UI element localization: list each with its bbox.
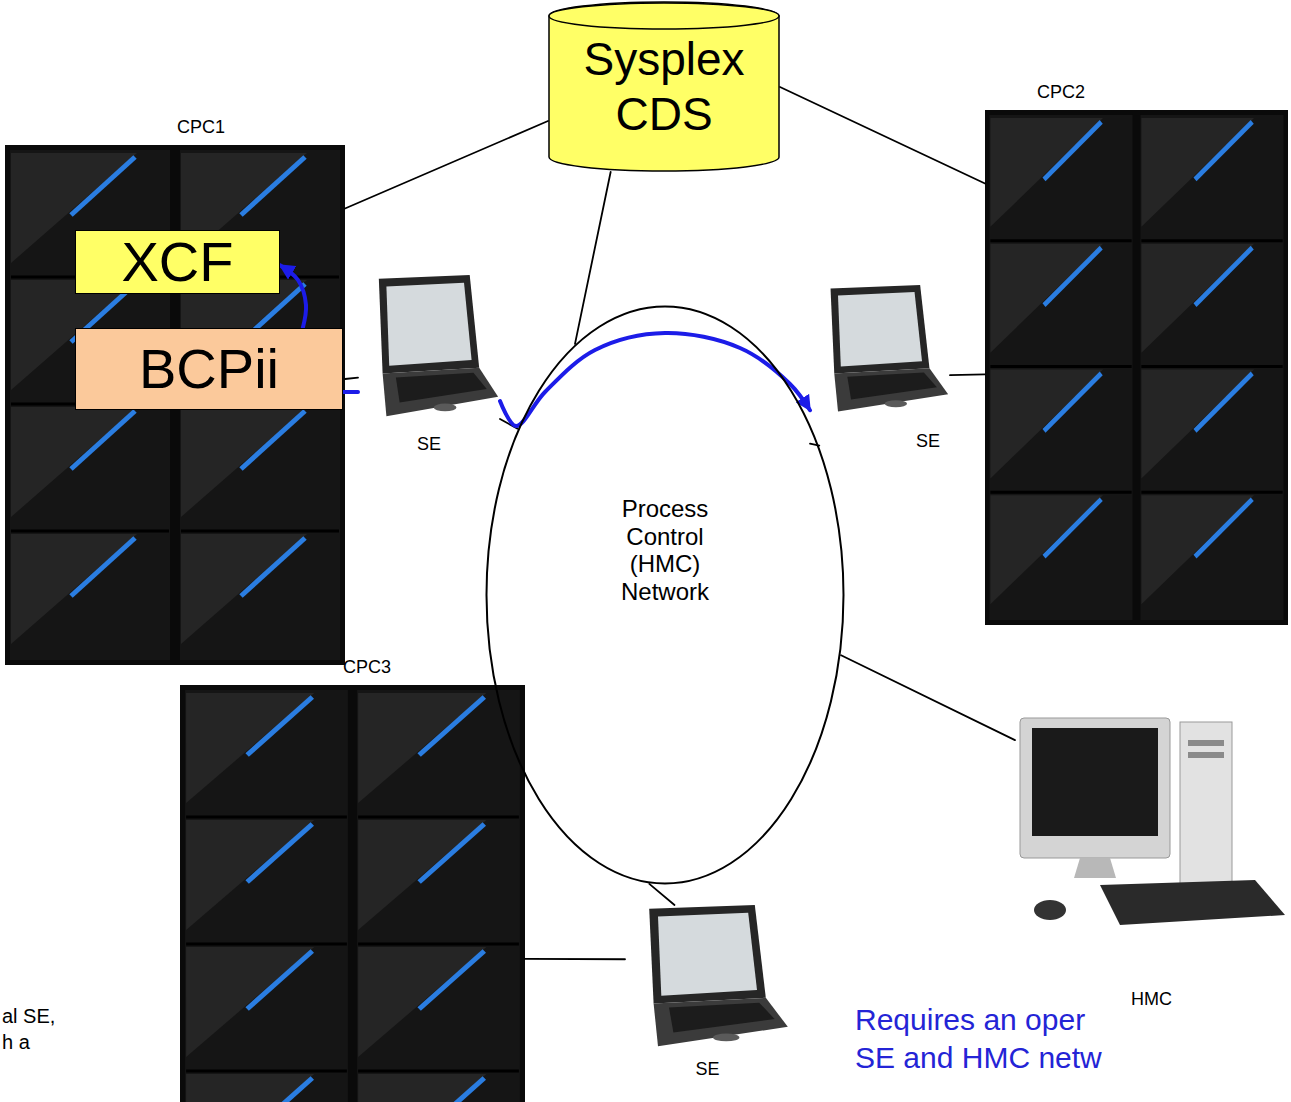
laptop-icon (649, 905, 788, 1046)
node-label: XCF (122, 234, 234, 290)
component-box: XCF (75, 230, 280, 294)
hmc-console: HMC (1015, 715, 1288, 1010)
network-outline (487, 307, 844, 884)
laptop-icon (831, 285, 949, 412)
connector-line (575, 172, 611, 344)
mainframe-cpc1 (5, 145, 345, 665)
connector-line (345, 121, 548, 209)
connector-line (780, 87, 985, 184)
node-label: CPC2 (1037, 82, 1085, 103)
network-ellipse: Process Control (HMC) Network (485, 305, 845, 885)
node-label: SE (417, 434, 441, 455)
note-text: Requires an oper (855, 1003, 1085, 1038)
cpc-frame: CPC2 (985, 80, 1288, 625)
bcpii-path (343, 390, 358, 394)
dataset-cylinder: Sysplex CDS (548, 2, 780, 172)
cylinder-outline (548, 2, 780, 172)
connector-line (649, 884, 674, 905)
mainframe-cpc2 (985, 110, 1288, 625)
support-element: SE (625, 905, 790, 1080)
node-label: CPC1 (177, 117, 225, 138)
connector-line (525, 958, 625, 960)
node-label: HMC (1131, 989, 1172, 1010)
node-label: CPC3 (343, 657, 391, 678)
node-label: Sysplex CDS (579, 32, 749, 142)
desktop-icon (1020, 718, 1285, 925)
cylinder-top (549, 3, 779, 29)
support-element: SE (810, 285, 950, 452)
note-text: h a (2, 1031, 30, 1054)
connector-line (345, 378, 358, 379)
note-text: SE and HMC netw (855, 1041, 1102, 1076)
mainframe-cpc3 (180, 685, 525, 1102)
cylinder-body (549, 2, 779, 171)
cpc-frame: CPC3 (180, 655, 525, 1102)
cpc-frame: CPC1XCF BCPii (5, 115, 345, 665)
node-label: SE (695, 1059, 719, 1080)
node-label: BCPii (139, 341, 279, 397)
bcpii-path (280, 265, 306, 328)
note-text: al SE, (2, 1005, 55, 1028)
node-label: SE (916, 431, 940, 452)
support-element: SE (358, 275, 500, 455)
connector-line (950, 373, 985, 376)
component-box: BCPii (75, 328, 343, 410)
connector-line (841, 655, 1015, 740)
laptop-icon (379, 275, 498, 416)
node-label: Process Control (HMC) Network (610, 495, 720, 605)
